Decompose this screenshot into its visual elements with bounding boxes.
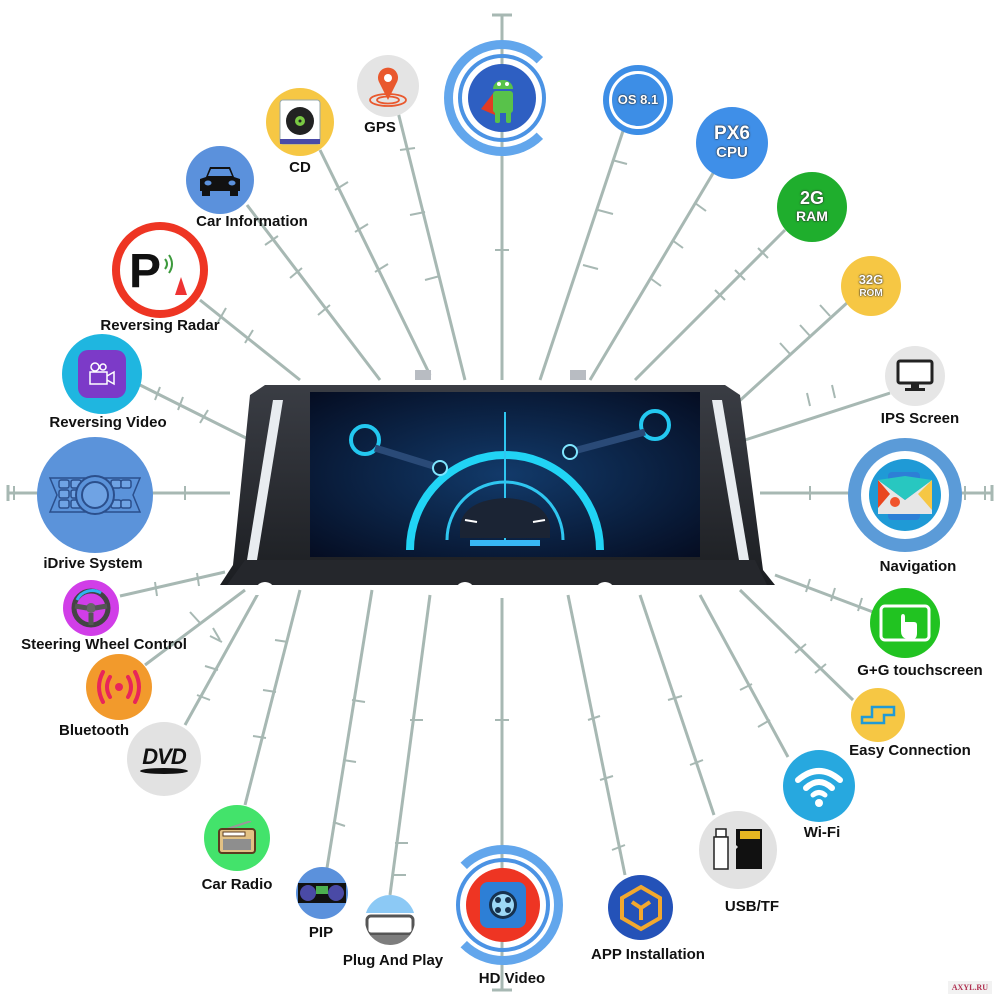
os-version: OS 8.1 [617, 91, 659, 107]
android-icon [468, 64, 536, 132]
feature-label: Bluetooth [59, 722, 129, 739]
feature-label: GPS [364, 119, 396, 136]
bluetooth-icon [97, 670, 141, 704]
radio-icon [218, 821, 256, 854]
dvd-icon: DVD [142, 744, 186, 769]
rom-label: ROM [859, 287, 883, 299]
cd-icon [279, 99, 321, 145]
gps-pin-icon [369, 67, 407, 107]
usb-sd-icon [713, 828, 762, 870]
plug-icon [365, 895, 415, 945]
feature-label: Wi-Fi [803, 824, 841, 841]
steering-wheel-icon [71, 588, 111, 628]
ram-size: 2G [799, 188, 824, 209]
pip-icon [298, 883, 346, 903]
connection-icon [860, 705, 896, 725]
feature-label: Steering Wheel Control [21, 636, 187, 653]
feature-label: Car Information [196, 213, 308, 230]
feature-label: iDrive System [43, 555, 143, 572]
feature-label: Reversing Radar [100, 317, 220, 334]
touch-icon [879, 604, 931, 642]
ram-label: RAM [796, 208, 828, 225]
feature-label: USB/TF [724, 898, 780, 915]
parking-icon: P [129, 245, 187, 298]
hexagon-icon [619, 884, 662, 931]
feature-label: Navigation [879, 558, 957, 575]
car-icon [200, 167, 240, 196]
watermark: AXYL.RU [947, 981, 992, 994]
feature-label: Easy Connection [849, 742, 971, 759]
idrive-icon [48, 475, 142, 515]
feature-label: Plug And Play [342, 952, 444, 969]
feature-label: IPS Screen [880, 410, 960, 427]
svg-text:P: P [129, 245, 161, 298]
wifi-icon [795, 768, 843, 807]
map-icon [869, 459, 941, 531]
feature-label: Reversing Video [49, 414, 167, 431]
monitor-icon [896, 359, 934, 391]
feature-label: APP Installation [591, 946, 705, 963]
feature-label: G+G touchscreen [857, 662, 983, 679]
cpu-label: CPU [716, 144, 748, 162]
rom-size: 32G [858, 272, 884, 288]
feature-label: PIP [308, 924, 334, 941]
head-unit-display [215, 358, 780, 602]
film-reel-icon [480, 882, 526, 928]
camera-icon [78, 350, 126, 398]
feature-label: Car Radio [201, 876, 273, 893]
feature-label: CD [289, 159, 311, 176]
feature-label: HD Video [478, 970, 546, 987]
cpu-model: PX6 [714, 123, 750, 145]
